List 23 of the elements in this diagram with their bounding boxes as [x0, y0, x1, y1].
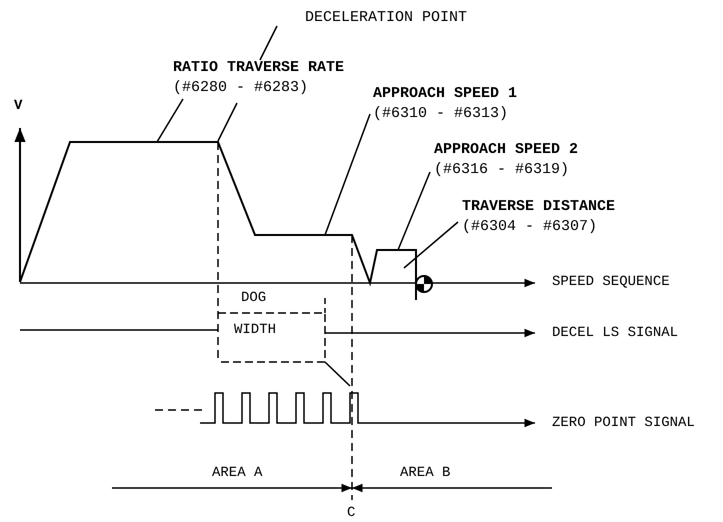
point-label: C — [347, 505, 356, 522]
callout-label: APPROACH SPEED 1 — [373, 84, 518, 104]
parameter-number: (#6280 - #6283) — [173, 78, 310, 98]
dimension-label: DOG — [241, 290, 266, 307]
leader-line — [397, 172, 431, 250]
dimension-label: WIDTH — [234, 322, 276, 339]
signal-name: ZERO POINT SIGNAL — [552, 415, 695, 432]
signal-name: SPEED SEQUENCE — [552, 274, 670, 291]
callout-label: APPROACH SPEED 2 — [434, 140, 578, 160]
leader-line — [324, 114, 371, 236]
parameter-number: (#6316 - #6319) — [434, 160, 570, 180]
leader-line — [404, 221, 458, 269]
parameter-number: (#6304 - #6307) — [462, 217, 598, 237]
parameter-number: (#6310 - #6313) — [373, 104, 510, 124]
area-label: AREA A — [212, 465, 262, 482]
signal-name: DECEL LS SIGNAL — [552, 325, 678, 342]
leader-line — [156, 98, 184, 142]
callout-label: TRAVERSE DISTANCE — [462, 197, 616, 217]
axis-label: V — [14, 98, 22, 115]
callout-label: DECELERATION POINT — [305, 8, 468, 28]
callout-label: RATIO TRAVERSE RATE — [173, 58, 344, 78]
leader-line — [217, 25, 278, 142]
area-label: AREA B — [400, 465, 450, 482]
